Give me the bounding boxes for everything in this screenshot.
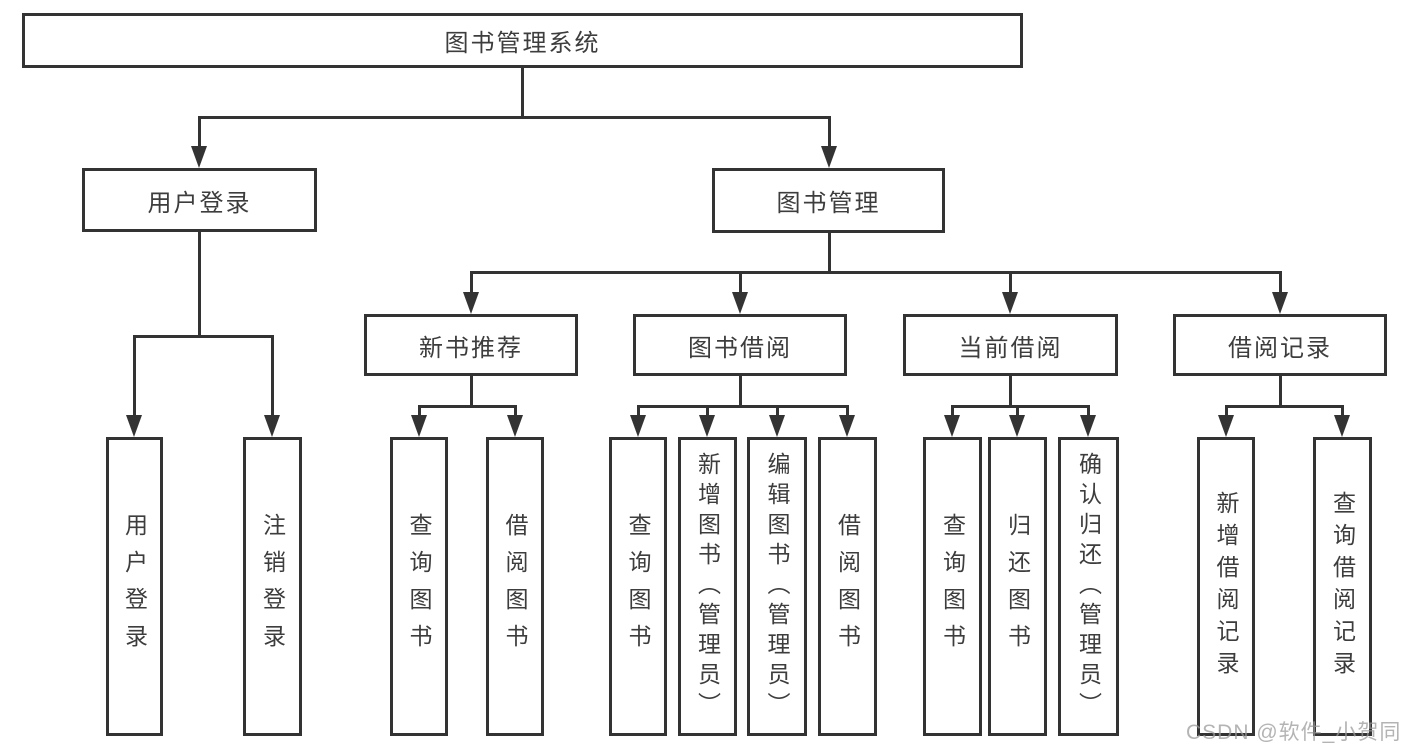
connector bbox=[133, 335, 274, 338]
leaf-query-books-borrowing: 查询图书 bbox=[609, 437, 667, 736]
node-current-borrowing: 当前借阅 bbox=[903, 314, 1118, 376]
leaf-query-borrow-record: 查询借阅记录 bbox=[1313, 437, 1372, 736]
arrow-down bbox=[126, 415, 142, 437]
arrow-down bbox=[1218, 415, 1234, 437]
connector bbox=[198, 116, 201, 148]
leaf-borrow-books-recommend: 借阅图书 bbox=[486, 437, 544, 736]
connector bbox=[706, 405, 709, 419]
connector bbox=[951, 405, 1090, 408]
connector bbox=[1009, 271, 1012, 295]
node-book-management: 图书管理 bbox=[712, 168, 945, 233]
connector bbox=[1225, 405, 1228, 419]
arrow-down bbox=[507, 415, 523, 437]
connector bbox=[418, 405, 421, 419]
connector bbox=[470, 376, 473, 408]
leaf-edit-books-admin: 编辑图书（管理员） bbox=[747, 437, 807, 736]
leaf-add-borrow-record: 新增借阅记录 bbox=[1197, 437, 1255, 736]
leaf-query-books-recommend: 查询图书 bbox=[390, 437, 448, 736]
arrow-down bbox=[944, 415, 960, 437]
connector bbox=[1341, 405, 1344, 419]
arrow-down bbox=[191, 146, 207, 168]
arrow-down bbox=[1002, 292, 1018, 314]
node-book-borrowing: 图书借阅 bbox=[633, 314, 847, 376]
arrow-down bbox=[1009, 415, 1025, 437]
arrow-down bbox=[769, 415, 785, 437]
connector bbox=[133, 335, 136, 418]
arrow-down bbox=[821, 146, 837, 168]
arrow-down bbox=[839, 415, 855, 437]
arrow-down bbox=[699, 415, 715, 437]
node-borrowing-records: 借阅记录 bbox=[1173, 314, 1387, 376]
connector bbox=[1225, 405, 1344, 408]
connector bbox=[1279, 271, 1282, 295]
arrow-down bbox=[1272, 292, 1288, 314]
connector bbox=[1279, 376, 1282, 408]
connector bbox=[1009, 376, 1012, 408]
leaf-confirm-return-admin: 确认归还（管理员） bbox=[1058, 437, 1119, 736]
connector bbox=[637, 405, 640, 419]
leaf-borrow-books: 借阅图书 bbox=[818, 437, 877, 736]
arrow-down bbox=[264, 415, 280, 437]
leaf-add-books-admin: 新增图书（管理员） bbox=[678, 437, 737, 736]
connector bbox=[198, 232, 201, 338]
connector bbox=[1087, 405, 1090, 419]
arrow-down bbox=[411, 415, 427, 437]
connector bbox=[470, 271, 473, 295]
connector bbox=[739, 376, 742, 408]
connector bbox=[521, 68, 524, 118]
leaf-query-books-current: 查询图书 bbox=[923, 437, 982, 736]
connector bbox=[514, 405, 517, 419]
connector bbox=[846, 405, 849, 419]
connector bbox=[776, 405, 779, 419]
watermark-text: CSDN @软件_小贺同学 bbox=[1186, 721, 1402, 744]
connector bbox=[828, 116, 831, 148]
arrow-down bbox=[732, 292, 748, 314]
connector bbox=[739, 271, 742, 295]
arrow-down bbox=[1334, 415, 1350, 437]
node-new-book-recommendation: 新书推荐 bbox=[364, 314, 578, 376]
leaf-return-books: 归还图书 bbox=[988, 437, 1047, 736]
leaf-logout: 注销登录 bbox=[243, 437, 302, 736]
connector bbox=[418, 405, 517, 408]
connector bbox=[198, 116, 831, 119]
leaf-user-login: 用户登录 bbox=[106, 437, 163, 736]
connector bbox=[271, 335, 274, 418]
arrow-down bbox=[630, 415, 646, 437]
node-user-login: 用户登录 bbox=[82, 168, 317, 232]
connector bbox=[637, 405, 849, 408]
connector bbox=[470, 271, 1282, 274]
arrow-down bbox=[1080, 415, 1096, 437]
connector bbox=[951, 405, 954, 419]
connector bbox=[1016, 405, 1019, 419]
arrow-down bbox=[463, 292, 479, 314]
node-library-management-system: 图书管理系统 bbox=[22, 13, 1023, 68]
connector bbox=[828, 233, 831, 274]
